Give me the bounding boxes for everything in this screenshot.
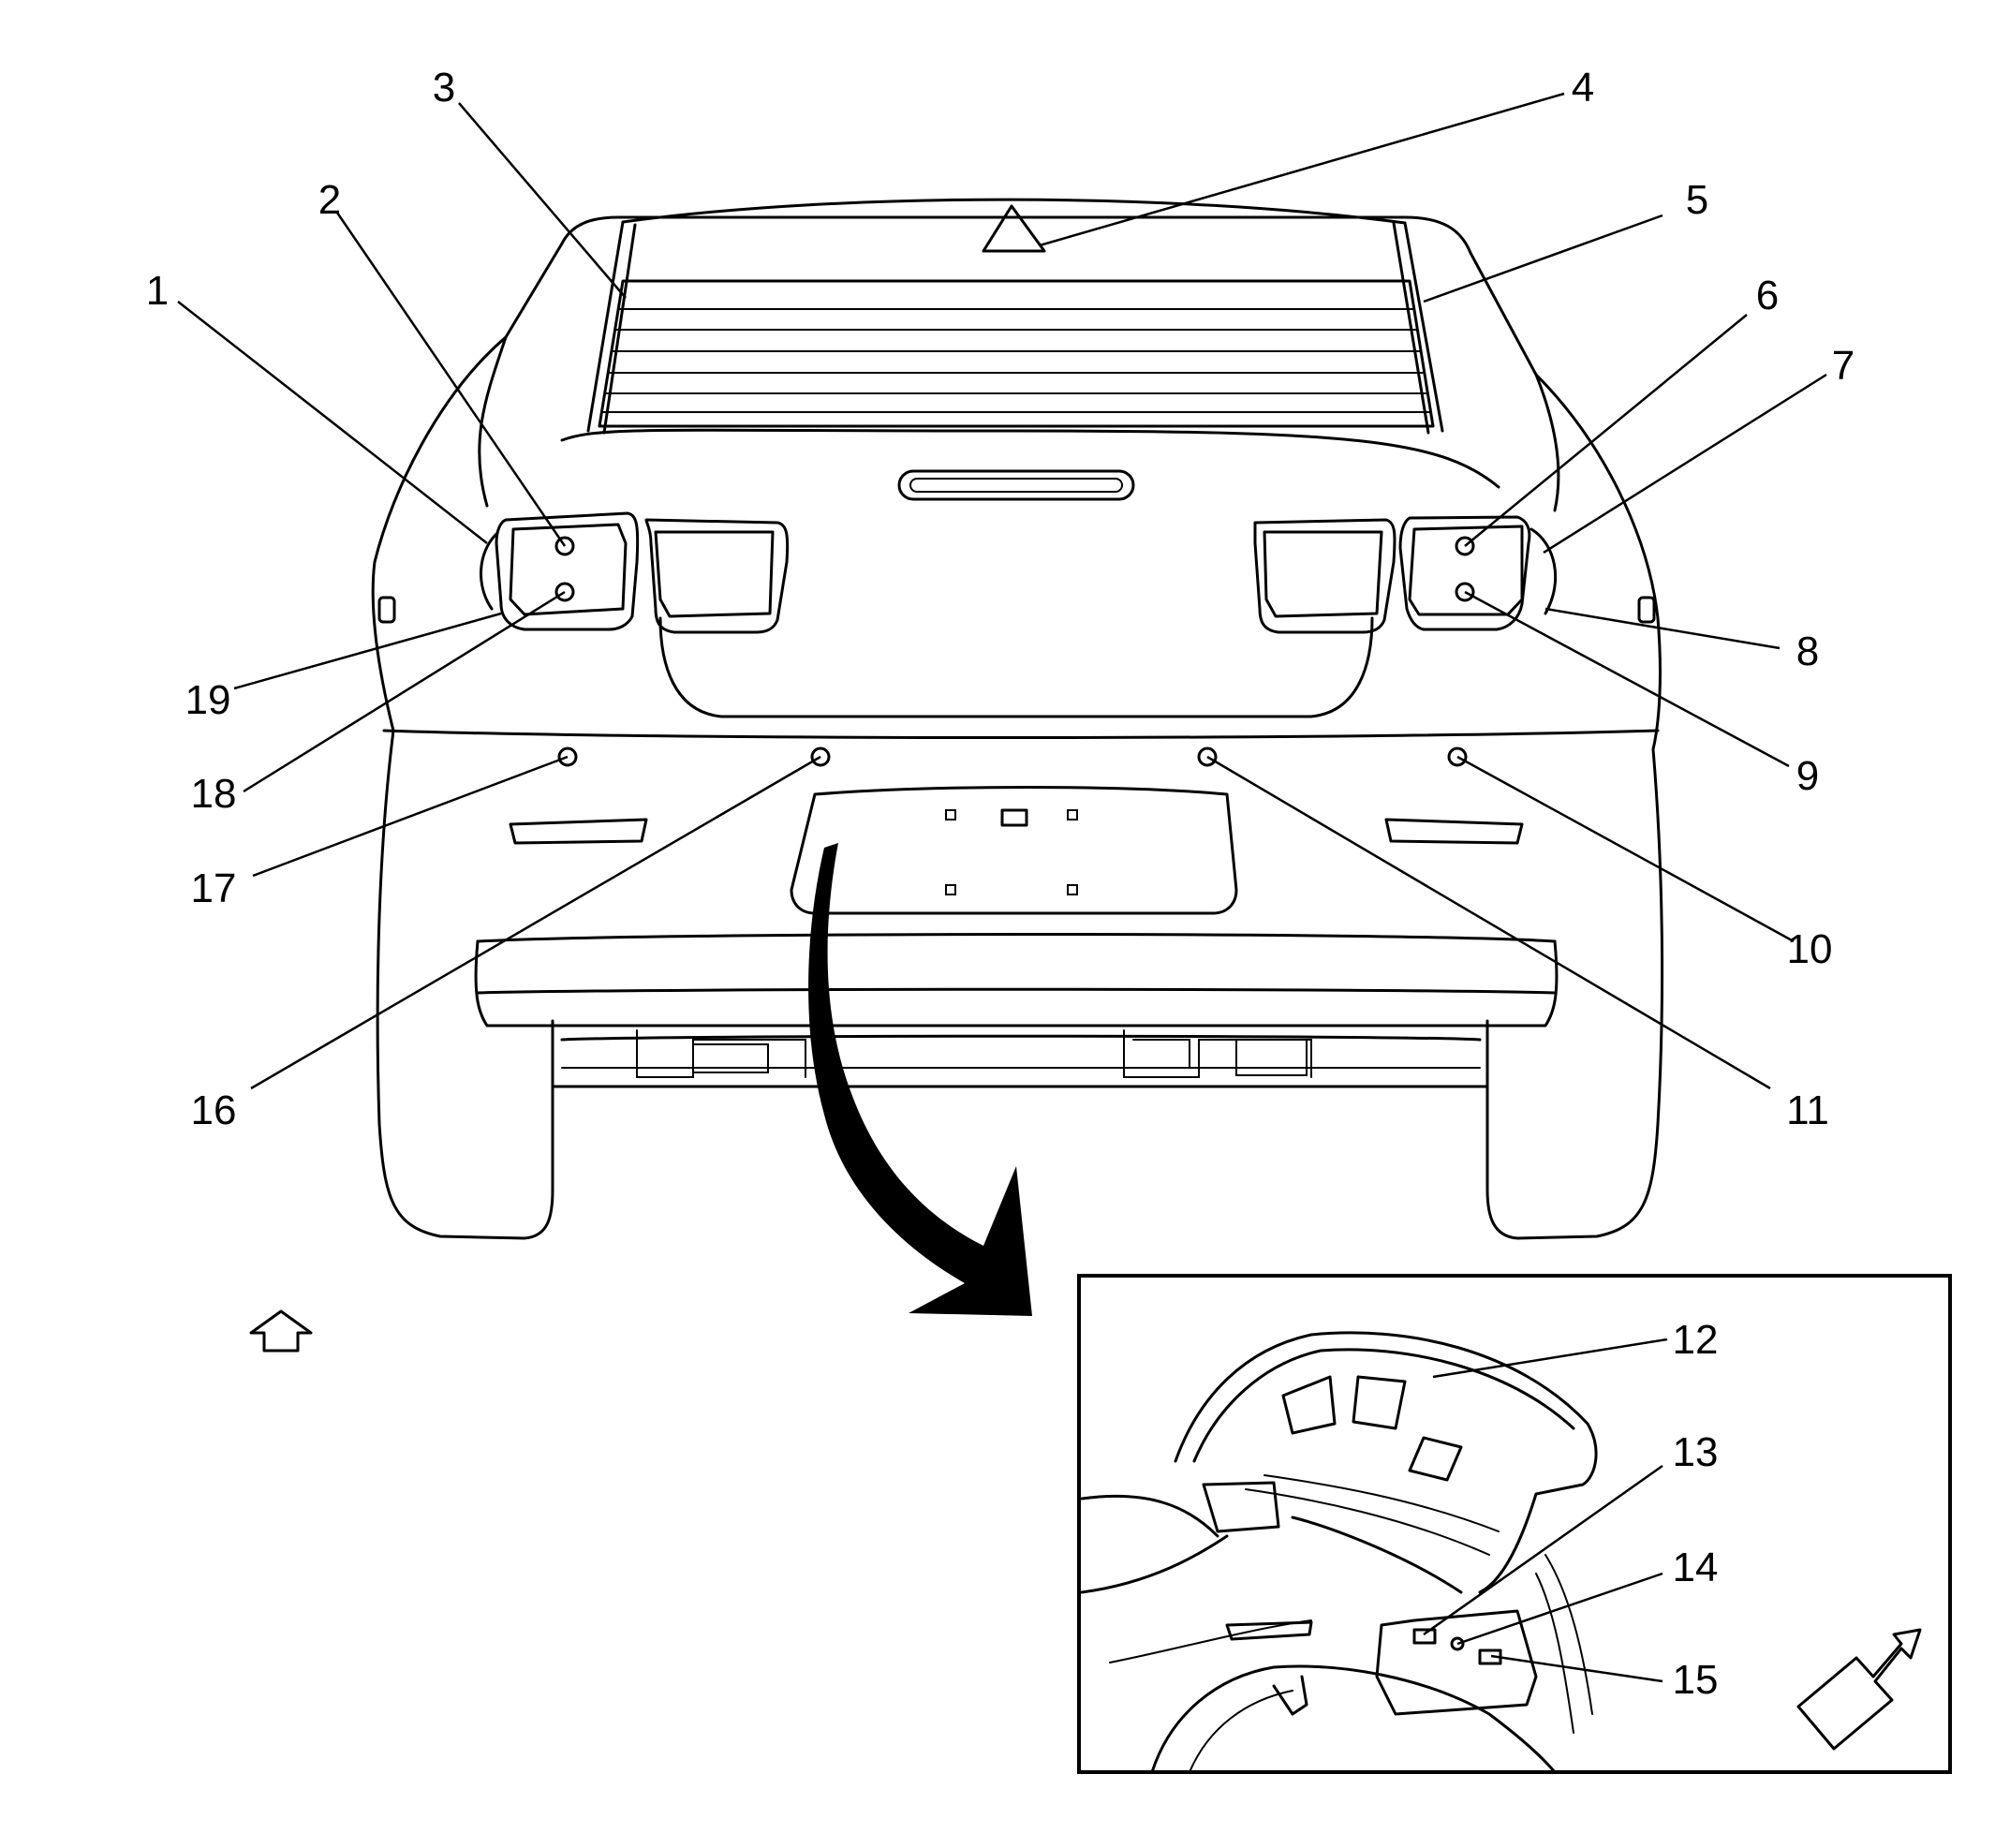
callout-labels: 1 2 3 4 5 6 7 8 9 10 11 12 13 14 15 16 1… xyxy=(146,65,1855,1703)
underbody xyxy=(551,1024,1489,1088)
callout-6: 6 xyxy=(1756,273,1779,318)
callout-3: 3 xyxy=(433,65,455,111)
callout-8: 8 xyxy=(1796,628,1819,674)
callout-15: 15 xyxy=(1673,1657,1719,1703)
left-side-marker xyxy=(480,532,498,611)
callout-14: 14 xyxy=(1673,1545,1719,1590)
callout-5: 5 xyxy=(1686,177,1708,223)
decklid xyxy=(560,428,1500,718)
rear-window xyxy=(598,279,1435,428)
callout-7: 7 xyxy=(1832,343,1855,389)
down-left-arrow-icon xyxy=(1796,1628,1922,1751)
callout-4: 4 xyxy=(1572,65,1594,111)
callout-10: 10 xyxy=(1787,926,1833,972)
callout-17: 17 xyxy=(191,865,237,911)
right-tail-lamp xyxy=(1253,515,1558,634)
park-assist-sensors xyxy=(554,536,1475,767)
vehicle-body xyxy=(371,198,1664,1240)
callout-13: 13 xyxy=(1673,1429,1719,1475)
rear-bumper xyxy=(382,729,1660,1042)
callout-2: 2 xyxy=(318,177,341,223)
inset-detail xyxy=(1077,1274,1952,1774)
antenna-fin xyxy=(982,204,1046,253)
callout-18: 18 xyxy=(191,771,237,817)
left-tail-lamp xyxy=(495,511,790,634)
leader-lines xyxy=(177,92,1827,1683)
callout-1: 1 xyxy=(146,268,169,314)
up-arrow-icon xyxy=(249,1309,313,1353)
callout-12: 12 xyxy=(1673,1317,1719,1363)
callout-19: 19 xyxy=(185,677,231,723)
callout-11: 11 xyxy=(1786,1087,1829,1133)
callout-9: 9 xyxy=(1796,753,1819,799)
callout-16: 16 xyxy=(191,1087,237,1133)
curved-arrow-icon xyxy=(808,843,1032,1316)
